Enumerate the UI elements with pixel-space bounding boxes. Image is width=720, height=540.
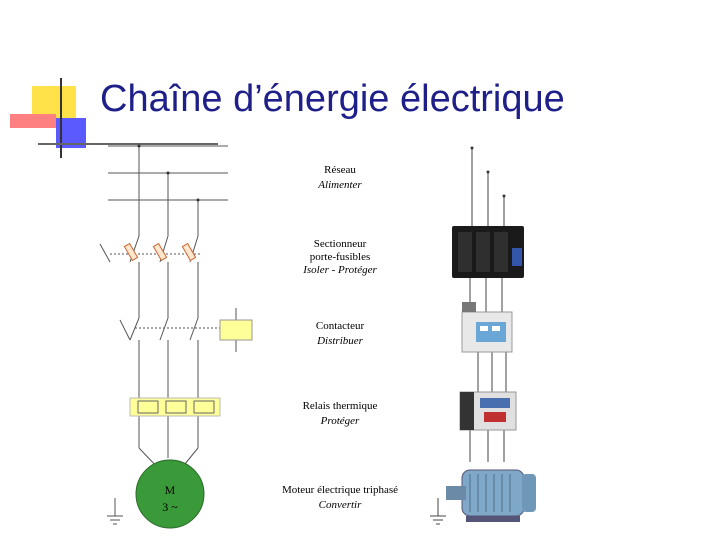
contacteur-photo bbox=[461, 302, 513, 353]
deco-vertical-line bbox=[60, 78, 62, 158]
thermal-relay-elements bbox=[137, 400, 215, 414]
terminal-dots bbox=[137, 144, 506, 202]
motor-symbol-label: M 3 ~ bbox=[162, 483, 178, 514]
label-moteur: Moteur électrique triphasé Convertir bbox=[281, 484, 399, 511]
sectionneur-photo bbox=[452, 226, 524, 278]
deco-horizontal-line bbox=[38, 143, 218, 145]
label-sectionneur: Sectionneur porte-fusibles Isoler - Prot… bbox=[303, 238, 377, 276]
relais-photo bbox=[459, 391, 517, 431]
fuses bbox=[123, 242, 197, 262]
moteur-photo bbox=[446, 469, 536, 522]
label-contacteur: Contacteur Distribuer bbox=[315, 320, 365, 347]
label-reseau: Réseau Alimenter bbox=[318, 164, 362, 191]
deco-red-bar bbox=[10, 114, 56, 128]
label-relais: Relais thermique Protéger bbox=[302, 400, 378, 427]
motor-symbol bbox=[135, 459, 205, 529]
page-title: Chaîne d’énergie électrique bbox=[100, 78, 565, 120]
contactor-coil bbox=[219, 319, 253, 341]
photo-wiring bbox=[430, 148, 507, 525]
